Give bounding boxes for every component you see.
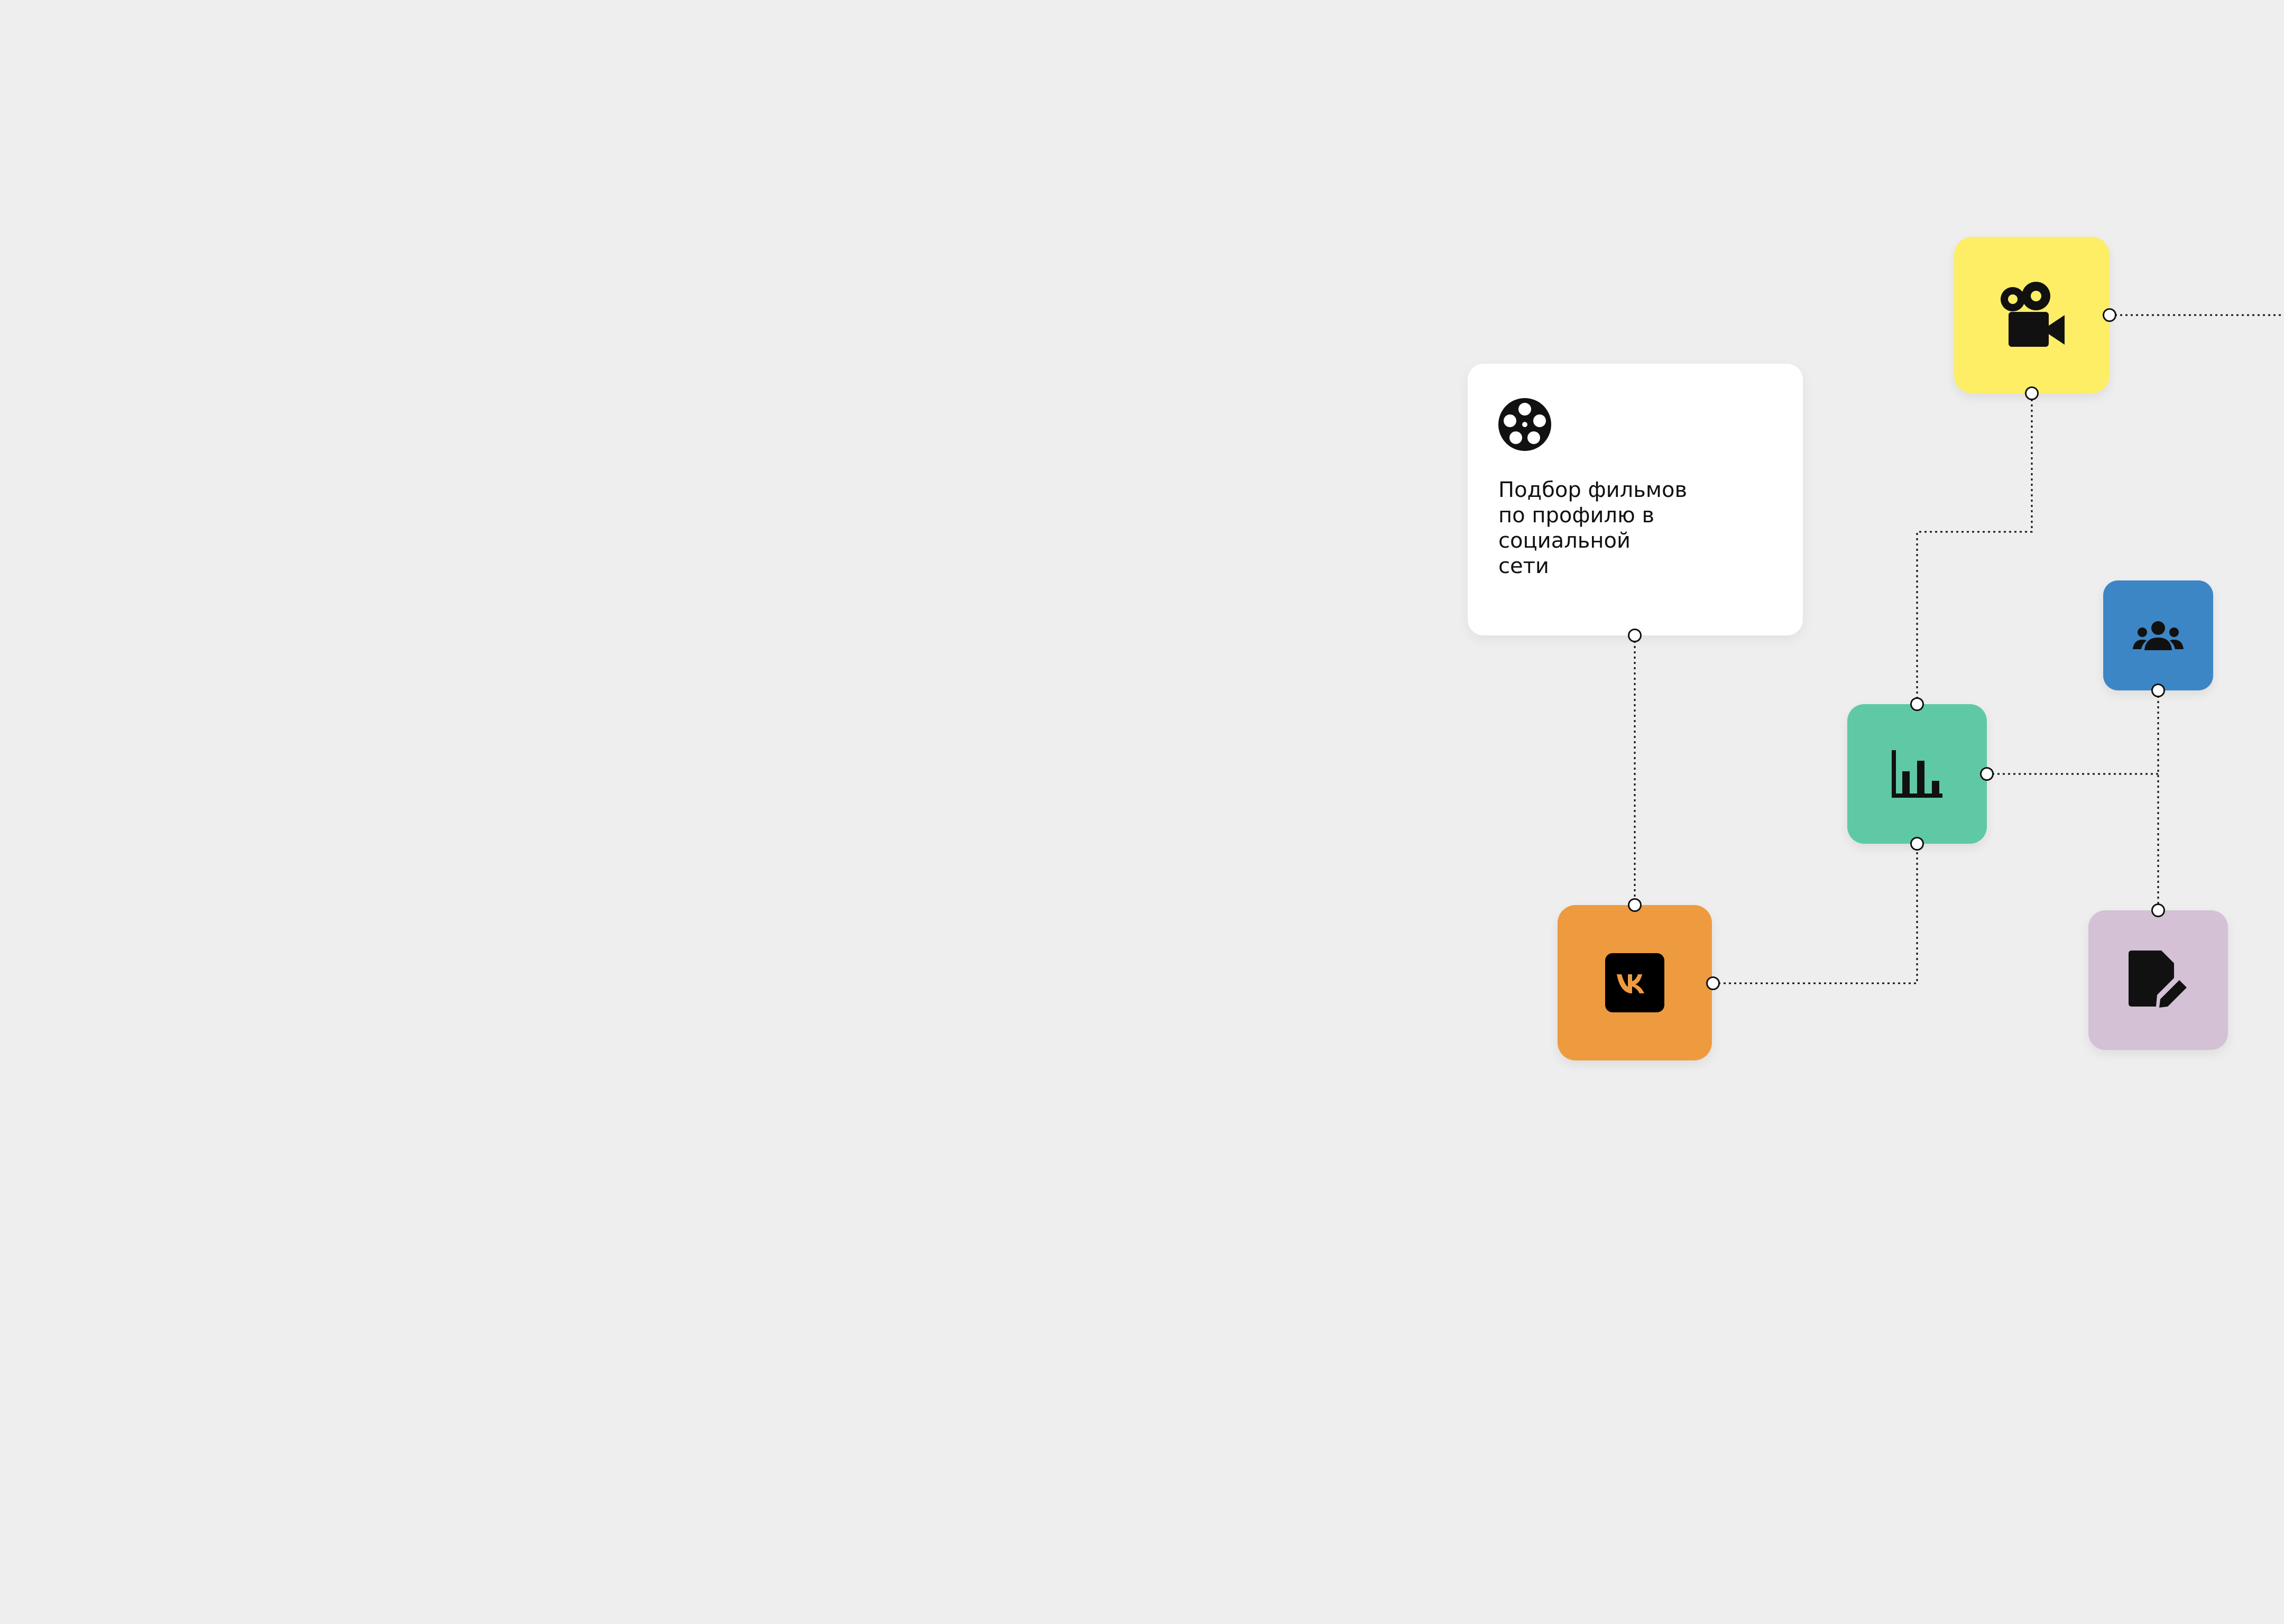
port-camera-bottom[interactable] [2025,386,2039,400]
camera-tile[interactable] [1954,237,2110,393]
bar-chart-icon [1892,750,1942,798]
port-vk-right[interactable] [1706,976,1720,990]
port-card-bottom[interactable] [1628,629,1642,642]
group-tile[interactable] [2103,580,2213,690]
port-vk-top[interactable] [1628,898,1642,912]
port-analytics-right[interactable] [1980,767,1994,781]
port-edit-top[interactable] [2151,903,2165,917]
connector-analytics-to-camera [1916,393,2033,704]
people-group-icon [2133,621,2184,650]
vk-logo-icon [1605,953,1664,1012]
port-group-bottom[interactable] [2151,684,2165,697]
edit-document-icon [2129,951,2188,1010]
connector-vk-to-analytics [1713,844,1918,984]
port-analytics-top[interactable] [1910,697,1924,711]
edit-tile[interactable] [2088,910,2228,1050]
film-reel-icon [1498,398,1551,453]
vk-tile[interactable] [1558,905,1712,1060]
movie-camera-icon [1997,280,2067,350]
analytics-tile[interactable] [1847,704,1987,844]
info-card[interactable]: Подбор фильмов по профилю в социальной с… [1468,364,1803,635]
port-analytics-bottom[interactable] [1910,837,1924,851]
port-camera-right[interactable] [2103,308,2116,322]
card-description: Подбор фильмов по профилю в социальной с… [1498,478,1688,578]
